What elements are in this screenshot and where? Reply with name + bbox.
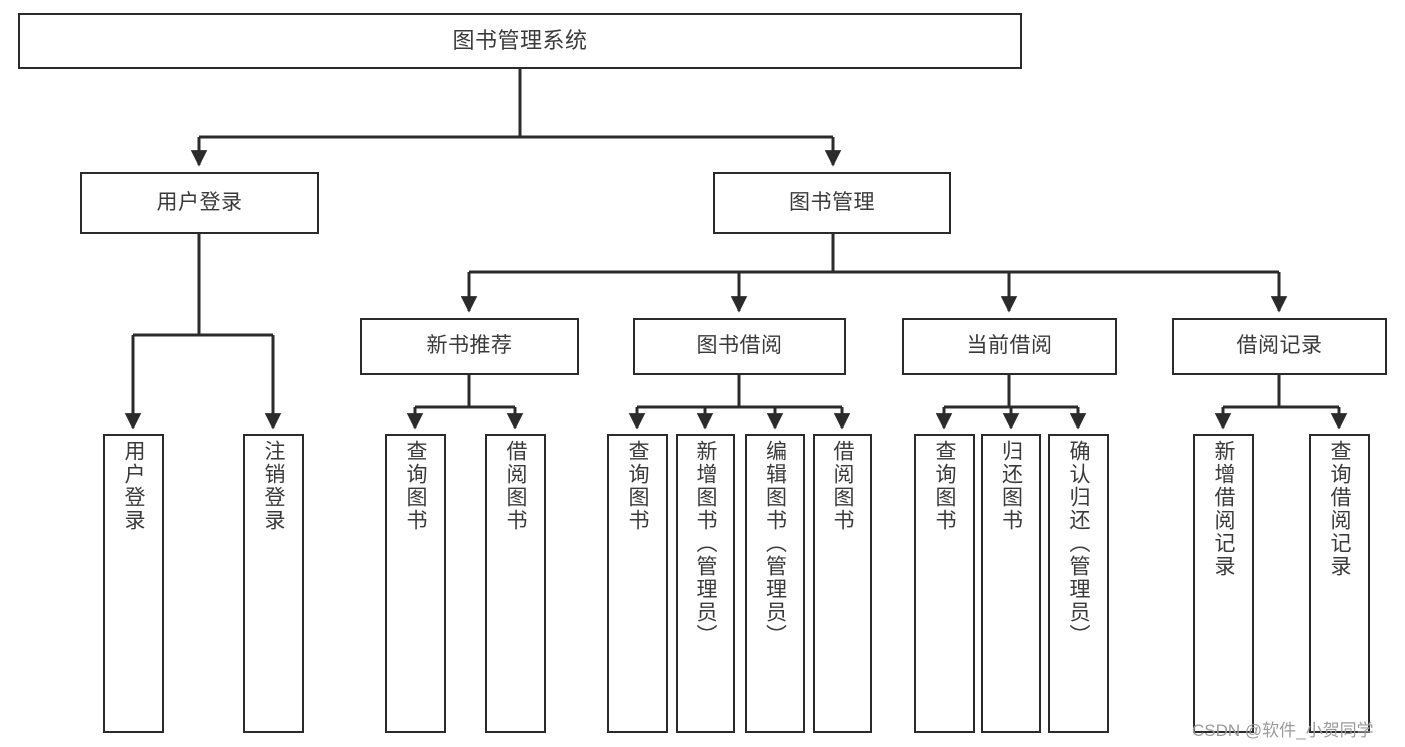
node-label: 图书管理系统	[452, 28, 588, 54]
node-label: 用户登录	[122, 440, 145, 532]
node-label: 查询借阅记录	[1328, 440, 1351, 578]
leaf-borrow-borrow-book[interactable]: 借阅图书	[813, 434, 872, 733]
leaf-borrow-add-book-admin[interactable]: 新增图书（管理员）	[676, 434, 735, 733]
leaf-borrow-edit-book-admin[interactable]: 编辑图书（管理员）	[745, 434, 805, 733]
node-label: 查询图书	[933, 440, 956, 532]
node-label: 归还图书	[999, 440, 1023, 532]
leaf-current-return-book[interactable]: 归还图书	[981, 434, 1041, 733]
node-borrow-record[interactable]: 借阅记录	[1172, 318, 1387, 375]
node-book-borrow[interactable]: 图书借阅	[633, 318, 846, 375]
node-label: 新增借阅记录	[1212, 440, 1235, 578]
node-label: 新增图书（管理员）	[694, 440, 717, 647]
leaf-record-query-record[interactable]: 查询借阅记录	[1309, 434, 1370, 733]
node-label: 注销登录	[262, 440, 285, 532]
leaf-user-login-signin[interactable]: 用户登录	[103, 434, 164, 733]
leaf-record-add-record[interactable]: 新增借阅记录	[1193, 434, 1254, 733]
leaf-recommend-query-book[interactable]: 查询图书	[385, 434, 446, 733]
leaf-borrow-query-book[interactable]: 查询图书	[607, 434, 668, 733]
node-label: 借阅图书	[831, 440, 854, 532]
node-label: 确认归还（管理员）	[1067, 440, 1090, 647]
node-label: 查询图书	[626, 440, 649, 532]
node-label: 用户登录	[156, 190, 243, 214]
node-label: 借阅记录	[1236, 334, 1323, 358]
leaf-current-query-book[interactable]: 查询图书	[914, 434, 975, 733]
leaf-current-confirm-return-admin[interactable]: 确认归还（管理员）	[1048, 434, 1109, 733]
leaf-user-login-signout[interactable]: 注销登录	[243, 434, 304, 733]
node-label: 新书推荐	[426, 334, 513, 358]
node-user-login[interactable]: 用户登录	[80, 172, 319, 234]
leaf-recommend-borrow-book[interactable]: 借阅图书	[485, 434, 546, 733]
node-new-book-recommend[interactable]: 新书推荐	[360, 318, 579, 375]
node-book-management[interactable]: 图书管理	[713, 172, 951, 234]
node-label: 当前借阅	[966, 334, 1053, 358]
node-root-system[interactable]: 图书管理系统	[18, 13, 1022, 69]
node-label: 编辑图书（管理员）	[763, 440, 787, 647]
watermark-text: CSDN @软件_小贺同学	[1192, 721, 1374, 740]
node-current-borrow[interactable]: 当前借阅	[902, 318, 1117, 375]
node-label: 借阅图书	[504, 440, 527, 532]
node-label: 图书管理	[789, 190, 875, 214]
node-label: 图书借阅	[696, 334, 783, 358]
node-label: 查询图书	[404, 440, 427, 532]
